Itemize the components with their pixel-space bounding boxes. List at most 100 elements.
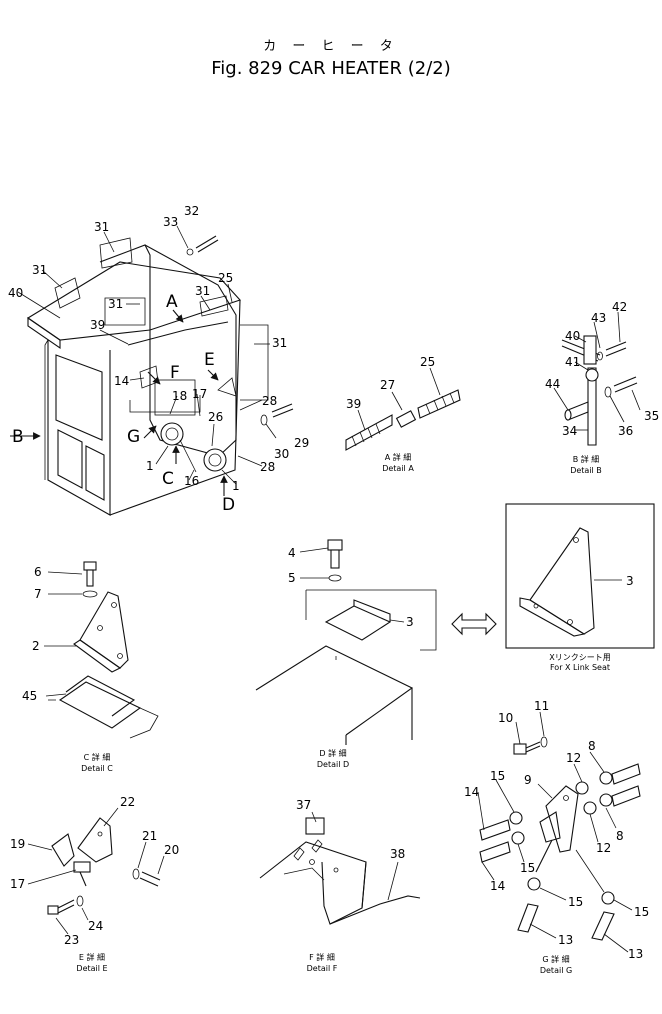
view-letter-d: D (222, 495, 235, 515)
detail-d: 4 5 3 D 詳 細 Detail D (255, 539, 437, 769)
part-number: 39 (90, 318, 105, 332)
view-letter-a: A (166, 292, 178, 312)
part-number: 44 (545, 377, 560, 391)
part-number: 26 (208, 410, 223, 424)
part-number: 31 (32, 263, 47, 277)
part-number: 22 (120, 795, 135, 809)
detail-c-caption-jp: C 詳 細 (84, 752, 111, 762)
part-number: 23 (64, 933, 79, 947)
part-number: 3 (406, 615, 414, 629)
detail-b: 40 43 42 41 44 35 36 34 B 詳 細 Detail B (545, 300, 659, 475)
detail-f-caption-jp: F 詳 細 (309, 952, 335, 962)
part-number: 36 (618, 424, 633, 438)
part-number: 1 (232, 479, 240, 493)
view-letter-g: G (127, 427, 140, 447)
part-number: 35 (644, 409, 659, 423)
part-number: 20 (164, 843, 179, 857)
part-number: 37 (296, 798, 311, 812)
detail-x-caption-en: For X Link Seat (550, 663, 610, 672)
part-number: 43 (591, 311, 606, 325)
main-part-numbers: 31 31 31 31 31 40 39 33 32 25 14 18 17 2… (8, 204, 309, 493)
view-letter-c: C (162, 469, 174, 489)
part-number: 41 (565, 355, 580, 369)
part-number: 39 (346, 397, 361, 411)
detail-c: 6 7 2 45 C 詳 細 Detail C (22, 561, 159, 773)
part-number: 9 (524, 773, 532, 787)
part-number: 13 (558, 933, 573, 947)
part-number: 45 (22, 689, 37, 703)
part-number: 17 (10, 877, 25, 891)
part-number: 27 (380, 378, 395, 392)
part-number: 15 (520, 861, 535, 875)
part-number: 38 (390, 847, 405, 861)
part-number: 11 (534, 699, 549, 713)
part-number: 31 (108, 297, 123, 311)
detail-b-caption-en: Detail B (570, 466, 602, 475)
part-number: 42 (612, 300, 627, 314)
part-number: 29 (294, 436, 309, 450)
part-number: 25 (420, 355, 435, 369)
part-number: 17 (192, 387, 207, 401)
page-title: Fig. 829 CAR HEATER (2/2) (211, 58, 451, 79)
view-letter-f: F (170, 363, 180, 383)
detail-e-caption-en: Detail E (76, 964, 107, 973)
part-number: 14 (114, 374, 129, 388)
part-number: 4 (288, 546, 296, 560)
title-japanese: カ ー ヒ ー タ (263, 39, 399, 54)
detail-d-caption-jp: D 詳 細 (319, 748, 346, 758)
part-number: 8 (616, 829, 624, 843)
detail-f-caption-en: Detail F (307, 964, 338, 973)
part-number: 16 (184, 474, 199, 488)
part-number: 2 (32, 639, 40, 653)
part-number: 40 (8, 286, 23, 300)
part-number: 14 (490, 879, 505, 893)
part-number: 10 (498, 711, 513, 725)
part-number: 28 (262, 394, 277, 408)
detail-d-caption-en: Detail D (317, 760, 349, 769)
part-number: 15 (568, 895, 583, 909)
part-number: 7 (34, 587, 42, 601)
detail-g: 11 10 8 12 9 15 14 8 12 15 14 15 15 13 1… (464, 699, 649, 975)
detail-a-caption-en: Detail A (382, 464, 414, 473)
part-number: 1 (146, 459, 154, 473)
part-number: 31 (94, 220, 109, 234)
part-number: 19 (10, 837, 25, 851)
part-number: 25 (218, 271, 233, 285)
part-number: 6 (34, 565, 42, 579)
part-number: 32 (184, 204, 199, 218)
double-arrow (451, 612, 497, 636)
part-number: 12 (596, 841, 611, 855)
detail-a: 39 27 25 A 詳 細 Detail A (345, 355, 461, 473)
part-number: 31 (272, 336, 287, 350)
part-number: 14 (464, 785, 479, 799)
part-number: 13 (628, 947, 643, 961)
part-number: 15 (490, 769, 505, 783)
detail-e: 22 19 21 20 17 24 23 E 詳 細 Detail E (10, 795, 179, 973)
part-number: 33 (163, 215, 178, 229)
part-number: 24 (88, 919, 103, 933)
detail-a-caption-jp: A 詳 細 (385, 452, 412, 462)
detail-x-caption-jp: Xリンクシート用 (549, 653, 610, 662)
detail-g-caption-jp: G 詳 細 (542, 954, 569, 964)
detail-b-caption-jp: B 詳 細 (573, 454, 600, 464)
detail-e-caption-jp: E 詳 細 (79, 952, 105, 962)
part-number: 31 (195, 284, 210, 298)
view-letter-e: E (204, 350, 215, 370)
part-number: 30 (274, 447, 289, 461)
part-number: 12 (566, 751, 581, 765)
part-number: 8 (588, 739, 596, 753)
view-letter-b: B (12, 427, 24, 447)
detail-g-caption-en: Detail G (540, 966, 572, 975)
part-number: 5 (288, 571, 296, 585)
detail-c-caption-en: Detail C (81, 764, 113, 773)
part-number: 21 (142, 829, 157, 843)
view-arrows (10, 309, 228, 496)
part-number: 18 (172, 389, 187, 403)
part-number: 40 (565, 329, 580, 343)
part-number: 3 (626, 574, 634, 588)
part-number: 34 (562, 424, 577, 438)
main-cab-view (17, 225, 294, 516)
part-number: 15 (634, 905, 649, 919)
part-number: 28 (260, 460, 275, 474)
